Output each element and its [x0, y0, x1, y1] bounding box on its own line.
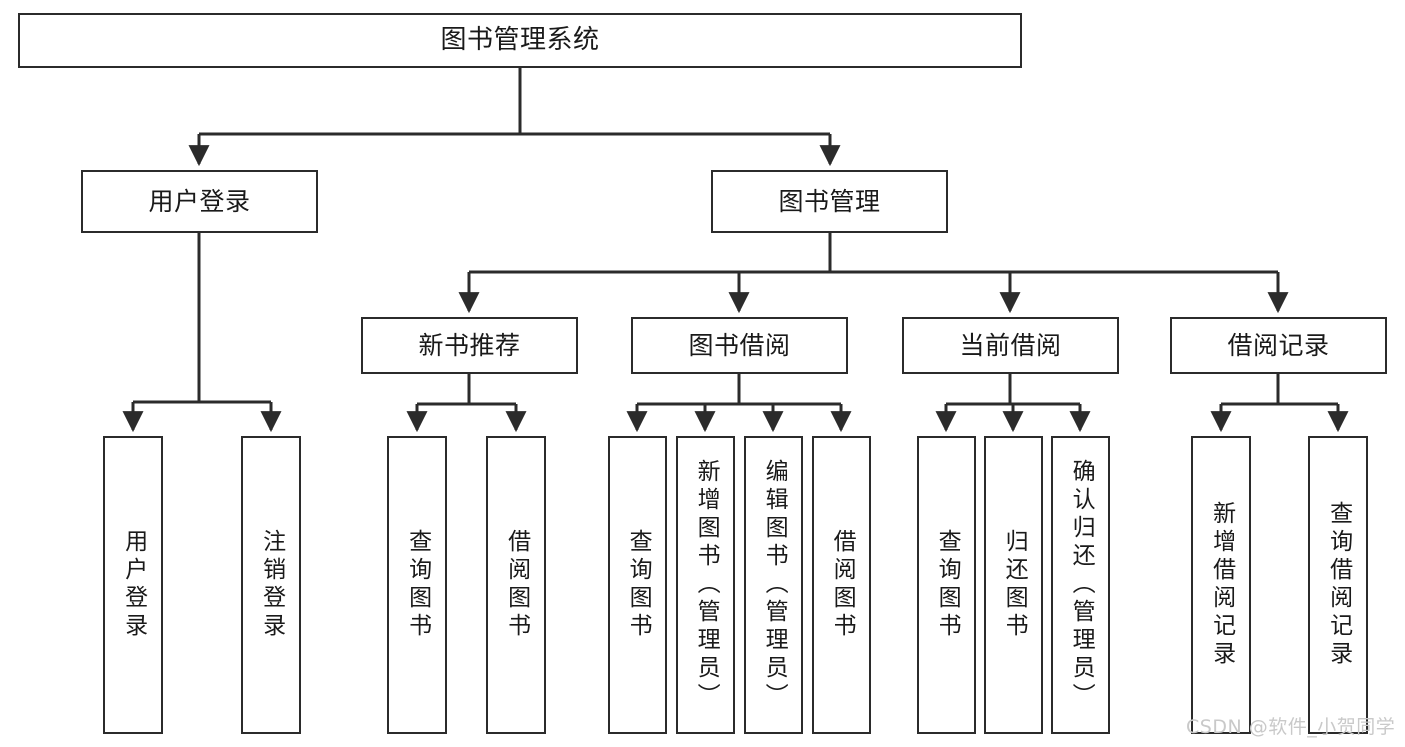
node-leaf-add-record-label: 新增借阅记录 — [1208, 501, 1235, 669]
node-root[interactable]: 图书管理系统 — [18, 13, 1022, 68]
node-root-label: 图书管理系统 — [440, 25, 600, 56]
node-leaf-query-book-1-label: 查询图书 — [404, 529, 431, 641]
node-leaf-query-book-2-label: 查询图书 — [625, 529, 652, 641]
node-leaf-edit-book-label: 编辑图书（管理员） — [761, 459, 788, 711]
node-leaf-borrow-book-1[interactable]: 借阅图书 — [486, 436, 546, 734]
node-leaf-user-login-label: 用户登录 — [120, 529, 147, 641]
node-borrow-record[interactable]: 借阅记录 — [1170, 317, 1387, 374]
watermark: CSDN @软件_小贺同学 — [1186, 716, 1396, 738]
node-book-manage-label: 图书管理 — [778, 186, 881, 216]
node-leaf-query-book-3[interactable]: 查询图书 — [917, 436, 976, 734]
node-leaf-return-book[interactable]: 归还图书 — [984, 436, 1043, 734]
node-leaf-query-record-label: 查询借阅记录 — [1325, 501, 1352, 669]
node-leaf-add-record[interactable]: 新增借阅记录 — [1191, 436, 1251, 734]
node-leaf-logout-label: 注销登录 — [258, 529, 285, 641]
node-leaf-borrow-book-1-label: 借阅图书 — [503, 529, 530, 641]
node-leaf-confirm-return-label: 确认归还（管理员） — [1068, 459, 1095, 711]
node-leaf-confirm-return[interactable]: 确认归还（管理员） — [1051, 436, 1110, 734]
node-current-borrow[interactable]: 当前借阅 — [902, 317, 1119, 374]
node-leaf-logout[interactable]: 注销登录 — [241, 436, 301, 734]
node-leaf-add-book-label: 新增图书（管理员） — [693, 459, 720, 711]
node-leaf-query-book-2[interactable]: 查询图书 — [608, 436, 667, 734]
node-user-login[interactable]: 用户登录 — [81, 170, 318, 233]
node-new-book-rec-label: 新书推荐 — [418, 330, 521, 360]
node-leaf-return-book-label: 归还图书 — [1001, 529, 1028, 641]
node-leaf-query-book-1[interactable]: 查询图书 — [387, 436, 447, 734]
node-book-manage[interactable]: 图书管理 — [711, 170, 948, 233]
node-leaf-add-book[interactable]: 新增图书（管理员） — [676, 436, 735, 734]
node-leaf-edit-book[interactable]: 编辑图书（管理员） — [744, 436, 803, 734]
node-book-borrow[interactable]: 图书借阅 — [631, 317, 848, 374]
node-book-borrow-label: 图书借阅 — [688, 330, 791, 360]
node-leaf-borrow-book-2[interactable]: 借阅图书 — [812, 436, 871, 734]
node-leaf-user-login[interactable]: 用户登录 — [103, 436, 163, 734]
node-leaf-query-record[interactable]: 查询借阅记录 — [1308, 436, 1368, 734]
node-current-borrow-label: 当前借阅 — [959, 330, 1062, 360]
node-borrow-record-label: 借阅记录 — [1227, 330, 1330, 360]
node-leaf-query-book-3-label: 查询图书 — [934, 529, 961, 641]
node-user-login-label: 用户登录 — [148, 186, 251, 216]
node-new-book-rec[interactable]: 新书推荐 — [361, 317, 578, 374]
node-leaf-borrow-book-2-label: 借阅图书 — [829, 529, 856, 641]
